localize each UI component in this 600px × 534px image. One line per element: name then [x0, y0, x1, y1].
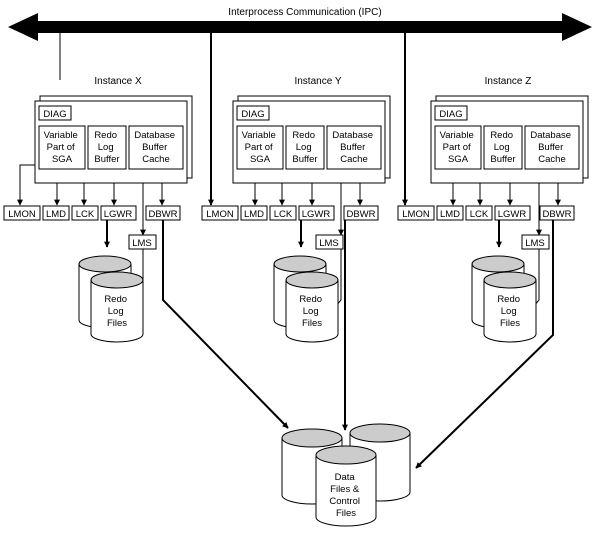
variable-sga-label: Variable Part of SGA [44, 130, 81, 165]
diag-label: DIAG [439, 109, 462, 120]
redo-buffer-box [483, 125, 523, 170]
redo-buffer-label: Redo Log Buffer [490, 130, 515, 165]
ipc-bus: Interprocess Communication (IPC) [8, 7, 592, 41]
redo-log-files-cylinders [471, 255, 537, 343]
lmon-box [3, 205, 41, 221]
db-buffer-label: Database Buffer Cache [332, 130, 375, 165]
instance-x-title: Instance X [94, 76, 142, 87]
instance-y: Instance Y DIAG Variable Part of SGA Red… [201, 76, 391, 343]
ipc-label: Interprocess Communication (IPC) [228, 7, 381, 18]
diag-label: DIAG [43, 109, 66, 120]
ipc-double-arrow [8, 13, 592, 41]
lmon-label: LMON [402, 209, 430, 220]
dbwr-to-data-files-arrows [162, 220, 554, 469]
lms-label: LMS [319, 238, 339, 249]
lmd-label: LMD [440, 209, 460, 220]
db-buffer-box [524, 125, 580, 170]
db-buffer-label: Database Buffer Cache [530, 130, 573, 165]
diag-box [434, 105, 468, 121]
data-files-cylinders [281, 423, 411, 527]
lms-box [315, 234, 344, 250]
lgwr-box [494, 205, 531, 221]
redo-buffer-label: Redo Log Buffer [292, 130, 317, 165]
lck-label: LCK [470, 209, 489, 220]
lms-box [521, 234, 550, 250]
redo-buffer-box [285, 125, 325, 170]
redo-buffer-label: Redo Log Buffer [94, 130, 119, 165]
lck-box [71, 205, 99, 221]
instance-z: Instance Z DIAG Variable Part of SGA Red… [397, 76, 589, 343]
lmd-box [42, 205, 70, 221]
lmon-box [397, 205, 435, 221]
lgwr-box [298, 205, 335, 221]
variable-sga-label: Variable Part of SGA [440, 130, 477, 165]
lmd-label: LMD [244, 209, 264, 220]
ipc-drop-lines [59, 33, 408, 206]
lmon-box [201, 205, 239, 221]
instance-z-title: Instance Z [485, 76, 532, 87]
db-buffer-label: Database Buffer Cache [134, 130, 177, 165]
lgwr-label: LGWR [104, 209, 133, 220]
diag-box [38, 105, 72, 121]
process-arrows [252, 183, 363, 313]
diag-label: DIAG [241, 109, 264, 120]
variable-sga-box [38, 125, 86, 170]
diag-box [236, 105, 270, 121]
redo-log-files-cylinders [273, 255, 339, 343]
lgwr-label: LGWR [498, 209, 527, 220]
redo-log-files-label: Redo Log Files [104, 294, 129, 329]
dbwr-label: DBWR [346, 209, 375, 220]
lgwr-label: LGWR [302, 209, 331, 220]
variable-sga-box [434, 125, 482, 170]
instance-y-title: Instance Y [294, 76, 341, 87]
lmd-box [436, 205, 464, 221]
lck-label: LCK [76, 209, 95, 220]
lmon-label: LMON [206, 209, 234, 220]
dbwr-box [539, 205, 575, 221]
lck-label: LCK [274, 209, 293, 220]
instance-x: Instance X DIAG Variable Part of SGA Red… [3, 76, 193, 343]
lms-label: LMS [132, 238, 152, 249]
lmd-label: LMD [46, 209, 66, 220]
variable-sga-box [236, 125, 284, 170]
db-buffer-box [128, 125, 184, 170]
lck-box [465, 205, 493, 221]
redo-log-files-label: Redo Log Files [497, 294, 522, 329]
db-buffer-box [326, 125, 382, 170]
lmd-box [240, 205, 268, 221]
redo-log-files-cylinders [78, 255, 144, 343]
lgwr-box [100, 205, 137, 221]
lms-label: LMS [525, 238, 545, 249]
redo-log-files-label: Redo Log Files [299, 294, 324, 329]
redo-buffer-box [87, 125, 127, 170]
dbwr-label: DBWR [148, 209, 177, 220]
data-files-label: Data Files & Control Files [329, 472, 362, 519]
lms-box [128, 234, 157, 250]
lck-box [269, 205, 297, 221]
dbwr-label: DBWR [542, 209, 571, 220]
lmon-label: LMON [8, 209, 36, 220]
dbwr-box [343, 205, 379, 221]
variable-sga-label: Variable Part of SGA [242, 130, 279, 165]
